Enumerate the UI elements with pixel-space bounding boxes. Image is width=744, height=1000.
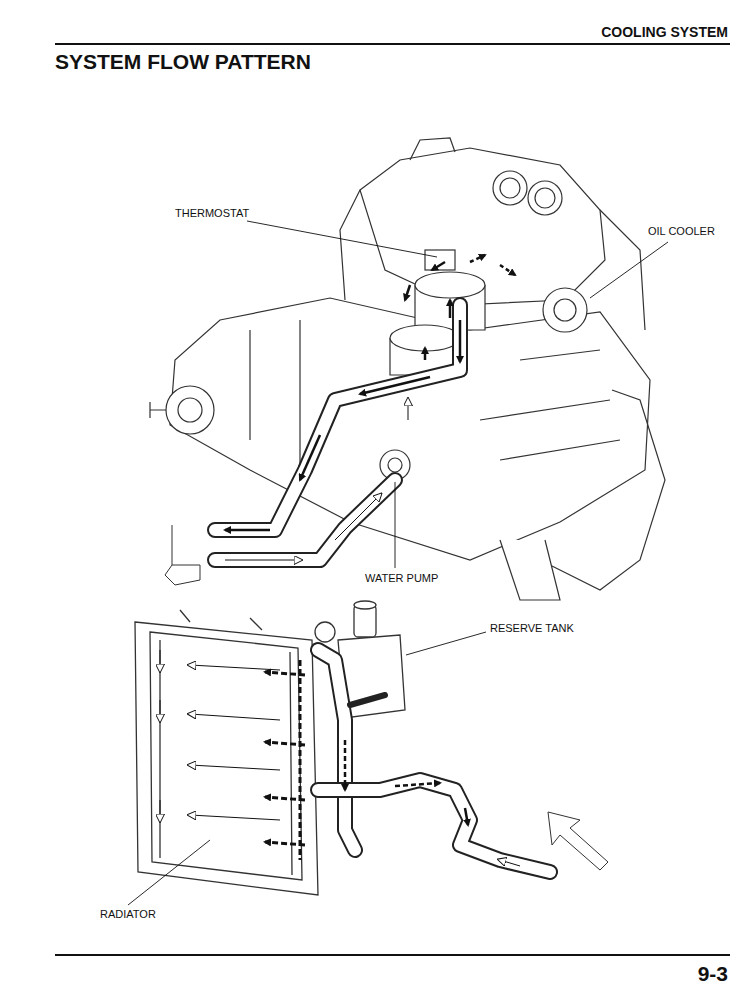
part-label: RESERVE TANK [490, 622, 574, 635]
engine-drawing-part [170, 298, 650, 560]
flow-arrows-part [470, 255, 485, 262]
radiator-flow-part [160, 700, 161, 720]
engine-drawing-part [540, 390, 665, 590]
radiator-flow-part [160, 800, 161, 820]
engine-drawing-part [543, 288, 587, 332]
page-rules [55, 44, 730, 955]
flow-arrows [225, 255, 515, 560]
part-label: RADIATOR [100, 908, 156, 921]
radiator-part [150, 632, 302, 880]
radiator-hose-arrows-part [465, 808, 468, 825]
engine-drawing-part [340, 190, 645, 330]
engine-drawing-part [528, 181, 562, 215]
radiator-hose-arrows-part [500, 860, 520, 866]
radiator-flow-part [190, 714, 280, 720]
engine-drawing-part [410, 138, 455, 160]
leader-lines-part [247, 221, 437, 257]
engine-hoses-part [215, 480, 395, 560]
engine-drawing-part [150, 402, 166, 418]
engine-drawing-part [554, 299, 576, 321]
radiator-hoses-part [318, 650, 355, 850]
engine-hoses-part [215, 480, 395, 560]
engine-drawing-part [493, 171, 527, 205]
part-label: OIL COOLER [648, 225, 715, 238]
radiator-hose-arrows-part [395, 783, 440, 786]
flow-arrows-part [449, 300, 452, 318]
engine-drawing-part [390, 325, 460, 351]
flow-arrows-part [405, 285, 410, 300]
flow-arrows-part [408, 400, 409, 420]
engine-drawing-part [388, 458, 402, 472]
leader-lines-part [590, 242, 668, 298]
radiator-hoses-part [318, 780, 550, 872]
reserve-tank-part [338, 635, 405, 718]
reserve-tank-part [354, 605, 376, 637]
radiator-hose-arrows [345, 740, 520, 866]
radiator-hoses-part [318, 650, 355, 850]
leader-lines [128, 221, 668, 905]
engine-hoses [215, 305, 460, 560]
radiator-hoses [318, 650, 550, 872]
flow-arrows-part [300, 435, 320, 480]
page-number: 9-3 [698, 962, 728, 986]
radiator-hoses-part [318, 780, 550, 872]
engine-drawing-part [166, 386, 214, 434]
engine-hoses-part [215, 305, 460, 530]
radiator-flow-part [190, 665, 280, 670]
radiator-part [315, 622, 335, 642]
section-header: COOLING SYSTEM [601, 24, 728, 40]
engine-drawing-part [425, 250, 455, 270]
engine-drawing-part [535, 188, 555, 208]
part-label: WATER PUMP [365, 572, 438, 585]
radiator-part [135, 622, 318, 895]
radiator-part [180, 610, 262, 630]
radiator-hose-arrows-part [344, 740, 347, 790]
direction-arrow-part [548, 812, 608, 870]
leader-lines-part [406, 632, 486, 655]
radiator-flow-part [160, 650, 161, 670]
radiator-hoses-part [350, 695, 385, 705]
flow-arrows-part [432, 262, 445, 270]
engine-drawing-part [250, 320, 620, 470]
page-rules-part [55, 43, 730, 45]
part-label: THERMOSTAT [175, 207, 249, 220]
page-rules-part [55, 954, 730, 956]
page-title: SYSTEM FLOW PATTERN [55, 50, 311, 74]
engine-hoses-part [215, 305, 460, 530]
radiator [135, 610, 335, 895]
radiator-flow-part [299, 660, 302, 860]
direction-arrow-part [165, 525, 200, 585]
engine-drawing [150, 138, 665, 600]
flow-arrows-part [225, 529, 270, 532]
flow-arrows-part [424, 348, 427, 360]
engine-drawing-part [178, 398, 202, 422]
flow-arrows-part [225, 560, 300, 561]
radiator-flow [160, 650, 305, 860]
radiator-flow-part [190, 815, 280, 820]
leader-lines-part [395, 482, 396, 568]
flow-arrows-part [459, 320, 462, 362]
reserve-tank-part [354, 601, 376, 609]
leader-lines-part [128, 840, 210, 905]
radiator-part [160, 640, 292, 875]
flow-arrows-part [360, 377, 430, 394]
flow-arrows-part [335, 495, 380, 540]
engine-drawing-part [500, 178, 520, 198]
engine-drawing-part [415, 272, 485, 298]
engine-drawing-part [360, 148, 605, 305]
flow-arrows-part [500, 265, 515, 275]
engine-drawing-part [500, 540, 560, 600]
radiator-flow-part [190, 765, 280, 770]
